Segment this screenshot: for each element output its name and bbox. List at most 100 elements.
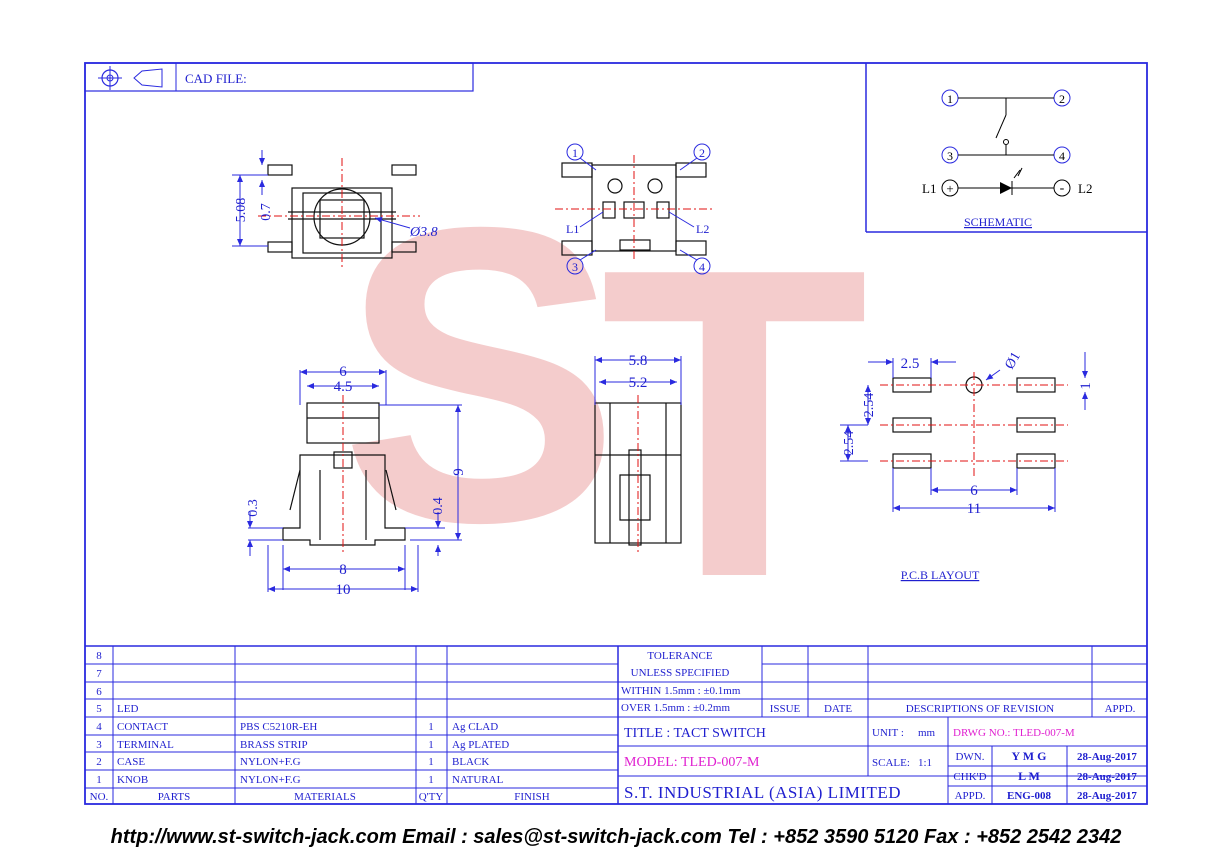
svg-text:Ø1: Ø1	[1002, 350, 1024, 372]
front-view: 6 4.5 9 0.3 0.4 8 10	[246, 364, 467, 598]
svg-text:BRASS STRIP: BRASS STRIP	[240, 739, 308, 751]
svg-text:2: 2	[96, 756, 102, 768]
svg-text:L2: L2	[1078, 181, 1092, 196]
drawing-title: TITLE : TACT SWITCH	[624, 726, 766, 741]
svg-text:1: 1	[96, 774, 102, 786]
svg-text:WITHIN 1.5mm : ±0.1mm: WITHIN 1.5mm : ±0.1mm	[621, 685, 741, 697]
svg-text:Ø3.8: Ø3.8	[409, 225, 438, 240]
cad-file-box: CAD FILE:	[84, 62, 474, 92]
svg-text:6: 6	[970, 483, 978, 499]
svg-text:L1: L1	[922, 181, 936, 196]
svg-text:FINISH: FINISH	[514, 791, 550, 803]
svg-text:Ag CLAD: Ag CLAD	[452, 721, 498, 733]
svg-text:6: 6	[339, 364, 347, 380]
svg-text:5: 5	[96, 703, 102, 715]
svg-text:ENG-008: ENG-008	[1007, 790, 1052, 802]
svg-text:NATURAL: NATURAL	[452, 774, 504, 786]
svg-text:11: 11	[967, 501, 981, 517]
svg-text:DRWG NO.: TLED-007-M: DRWG NO.: TLED-007-M	[953, 727, 1075, 739]
svg-text:28-Aug-2017: 28-Aug-2017	[1077, 790, 1137, 802]
svg-text:8: 8	[339, 562, 347, 578]
svg-text:1: 1	[428, 721, 434, 733]
svg-text:4.5: 4.5	[334, 379, 353, 395]
svg-text:2.54: 2.54	[862, 393, 877, 418]
svg-text:1: 1	[428, 756, 434, 768]
svg-text:DESCRIPTIONS OF REVISION: DESCRIPTIONS OF REVISION	[906, 703, 1055, 715]
company-name: S.T. INDUSTRIAL (ASIA) LIMITED	[624, 783, 901, 802]
svg-text:Q'TY: Q'TY	[419, 791, 444, 803]
svg-text:PBS C5210R-EH: PBS C5210R-EH	[240, 721, 317, 733]
svg-text:mm: mm	[918, 727, 936, 739]
bom-table: 8 7 6 5 LED 4 CONTACT PBS C5210R-EH 1 Ag…	[85, 645, 1147, 804]
model-number: MODEL: TLED-007-M	[624, 755, 760, 770]
svg-text:T: T	[600, 178, 869, 669]
pcb-layout-title: P.C.B LAYOUT	[901, 568, 980, 582]
svg-text:UNIT :: UNIT :	[872, 727, 904, 739]
svg-text:5.8: 5.8	[629, 353, 648, 369]
svg-text:0.4: 0.4	[431, 497, 446, 515]
schematic-panel: 1 2 3 4 L1 + - L2 SCHEMATIC	[865, 63, 1147, 233]
svg-text:1: 1	[1078, 382, 1094, 390]
pcb-layout: 2.5 Ø1 1 2.54 2.54 6 11 P.C.B LAYOUT	[840, 350, 1094, 582]
svg-text:CASE: CASE	[117, 756, 145, 768]
side-view: 5.8 5.2	[594, 353, 682, 552]
svg-text:10: 10	[336, 582, 351, 598]
svg-text:SCALE:: SCALE:	[872, 757, 910, 769]
svg-text:-: -	[1060, 181, 1065, 196]
svg-text:KNOB: KNOB	[117, 774, 148, 786]
svg-text:3: 3	[572, 260, 578, 274]
svg-text:2: 2	[1059, 92, 1065, 106]
cad-file-label: CAD FILE:	[185, 71, 247, 86]
svg-text:OVER 1.5mm : ±0.2mm: OVER 1.5mm : ±0.2mm	[621, 702, 730, 714]
svg-text:1: 1	[572, 146, 578, 160]
contact-footer: http://www.st-switch-jack.com Email : sa…	[110, 826, 1122, 848]
svg-text:APPD.: APPD.	[1105, 703, 1136, 715]
svg-text:4: 4	[1059, 149, 1065, 163]
svg-text:NYLON+F.G: NYLON+F.G	[240, 774, 301, 786]
svg-text:4: 4	[699, 260, 705, 274]
svg-text:PARTS: PARTS	[158, 791, 191, 803]
svg-text:1: 1	[947, 92, 953, 106]
svg-text:8: 8	[96, 650, 102, 662]
svg-text:NO.: NO.	[90, 791, 109, 803]
schematic-title: SCHEMATIC	[964, 215, 1032, 229]
svg-text:DWN.: DWN.	[955, 751, 984, 763]
svg-text:Y M G: Y M G	[1012, 749, 1047, 763]
svg-text:7: 7	[96, 668, 102, 680]
svg-text:1: 1	[428, 739, 434, 751]
svg-text:5.08: 5.08	[234, 198, 249, 223]
svg-text:6: 6	[96, 686, 102, 698]
svg-text:L2: L2	[696, 222, 709, 236]
svg-text:0.7: 0.7	[259, 203, 274, 221]
svg-text:2.5: 2.5	[901, 356, 920, 372]
svg-text:ISSUE: ISSUE	[770, 703, 801, 715]
svg-text:1:1: 1:1	[918, 757, 932, 769]
svg-text:1: 1	[428, 774, 434, 786]
title-block: TITLE : TACT SWITCH MODEL: TLED-007-M S.…	[618, 717, 1147, 804]
svg-text:NYLON+F.G: NYLON+F.G	[240, 756, 301, 768]
svg-text:CHK'D: CHK'D	[953, 771, 986, 783]
svg-text:APPD.: APPD.	[955, 790, 986, 802]
svg-text:28-Aug-2017: 28-Aug-2017	[1077, 751, 1137, 763]
svg-text:+: +	[946, 181, 953, 196]
svg-text:UNLESS SPECIFIED: UNLESS SPECIFIED	[631, 667, 730, 679]
svg-text:2.54: 2.54	[842, 431, 857, 456]
svg-text:TOLERANCE: TOLERANCE	[647, 650, 712, 662]
svg-text:L M: L M	[1018, 769, 1040, 783]
top-view: 5.08 0.7 Ø3.8	[232, 150, 438, 268]
svg-text:3: 3	[96, 739, 102, 751]
revision-block: TOLERANCE UNLESS SPECIFIED WITHIN 1.5mm …	[618, 646, 1147, 717]
svg-text:BLACK: BLACK	[452, 756, 489, 768]
projection-cone-icon	[133, 68, 163, 88]
svg-text:3: 3	[947, 149, 953, 163]
svg-text:L1: L1	[566, 222, 579, 236]
svg-text:Ag PLATED: Ag PLATED	[452, 739, 509, 751]
svg-text:4: 4	[96, 721, 102, 733]
svg-text:TERMINAL: TERMINAL	[117, 739, 174, 751]
svg-text:MATERIALS: MATERIALS	[294, 791, 356, 803]
svg-text:28-Aug-2017: 28-Aug-2017	[1077, 771, 1137, 783]
led-diode-icon	[1000, 182, 1012, 194]
svg-text:DATE: DATE	[824, 703, 852, 715]
svg-text:5.2: 5.2	[629, 375, 648, 391]
